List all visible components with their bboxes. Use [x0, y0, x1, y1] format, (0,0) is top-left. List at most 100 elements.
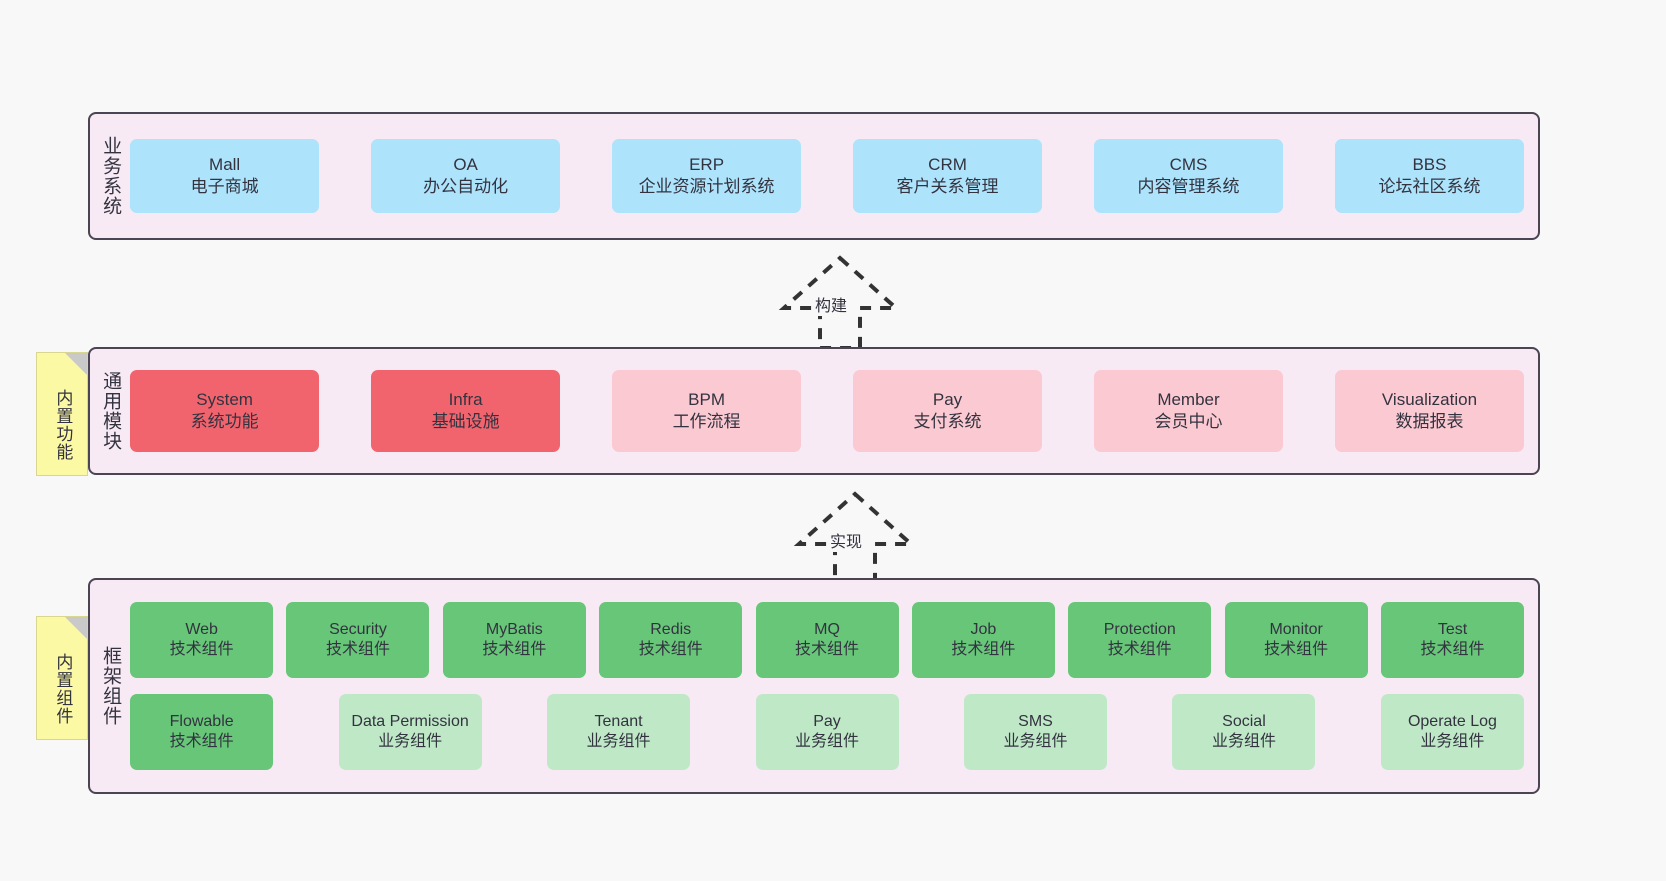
card-oa-title: OA: [453, 155, 478, 175]
card-mq-subtitle: 技术组件: [795, 641, 860, 658]
card-mall-title: Mall: [209, 155, 241, 175]
card-sms-title: SMS: [1018, 713, 1053, 731]
layer-business-systems: 业务系统 Mall 电子商城 OA 办公自动化 ERP 企业资源计划系统 CRM…: [88, 112, 1540, 240]
layer-caption-business: 业务系统: [100, 136, 122, 216]
card-redis[interactable]: Redis 技术组件: [599, 602, 743, 678]
card-tenant-subtitle: 业务组件: [586, 733, 651, 750]
card-data-permission-title: Data Permission: [351, 713, 469, 731]
card-web[interactable]: Web 技术组件: [130, 602, 274, 678]
card-social-title: Social: [1222, 713, 1266, 731]
card-job-subtitle: 技术组件: [951, 641, 1016, 658]
card-social[interactable]: Social 业务组件: [1172, 694, 1316, 770]
note-builtin-feature-label: 内置功能: [53, 389, 73, 461]
note-fold-corner-icon: [65, 617, 87, 639]
card-protection-subtitle: 技术组件: [1107, 641, 1172, 658]
card-flowable-subtitle: 技术组件: [169, 733, 234, 750]
card-protection[interactable]: Protection 技术组件: [1068, 602, 1212, 678]
card-sms[interactable]: SMS 业务组件: [964, 694, 1107, 770]
card-mybatis-subtitle: 技术组件: [482, 641, 547, 658]
card-member[interactable]: Member 会员中心: [1094, 370, 1283, 452]
card-infra-title: Infra: [448, 390, 483, 410]
card-crm-title: CRM: [928, 155, 967, 175]
card-tenant-title: Tenant: [594, 713, 643, 731]
card-security-subtitle: 技术组件: [325, 641, 390, 658]
card-operate-log[interactable]: Operate Log 业务组件: [1380, 694, 1524, 770]
layer-framework-components: 框架组件 Web 技术组件 Security 技术组件 MyBatis 技术组件…: [88, 578, 1540, 794]
card-test-title: Test: [1437, 621, 1468, 639]
card-erp[interactable]: ERP 企业资源计划系统: [612, 139, 802, 213]
card-sms-subtitle: 业务组件: [1003, 733, 1068, 750]
card-tenant[interactable]: Tenant 业务组件: [547, 694, 691, 770]
card-bpm-title: BPM: [688, 390, 725, 410]
card-visualization[interactable]: Visualization 数据报表: [1334, 370, 1524, 452]
card-job[interactable]: Job 技术组件: [911, 602, 1055, 678]
card-pay-component-title: Pay: [813, 713, 841, 731]
card-bbs-title: BBS: [1412, 155, 1447, 175]
card-oa[interactable]: OA 办公自动化: [371, 139, 561, 213]
card-protection-title: Protection: [1103, 621, 1176, 639]
card-social-subtitle: 业务组件: [1211, 733, 1276, 750]
card-bpm-subtitle: 工作流程: [672, 412, 741, 431]
card-operate-log-title: Operate Log: [1407, 713, 1497, 731]
card-security-title: Security: [329, 621, 387, 639]
card-infra[interactable]: Infra 基础设施: [371, 370, 561, 452]
card-mybatis[interactable]: MyBatis 技术组件: [442, 602, 586, 678]
card-data-permission[interactable]: Data Permission 业务组件: [338, 694, 482, 770]
card-pay-component-subtitle: 业务组件: [795, 733, 860, 750]
card-oa-subtitle: 办公自动化: [423, 177, 509, 196]
card-visualization-subtitle: 数据报表: [1395, 412, 1464, 431]
card-web-title: Web: [185, 621, 218, 639]
card-security[interactable]: Security 技术组件: [286, 602, 430, 678]
card-system[interactable]: System 系统功能: [130, 370, 320, 452]
card-test[interactable]: Test 技术组件: [1381, 602, 1524, 678]
card-pay-module[interactable]: Pay 支付系统: [853, 370, 1043, 452]
card-erp-subtitle: 企业资源计划系统: [638, 177, 775, 196]
card-infra-subtitle: 基础设施: [431, 412, 500, 431]
card-system-title: System: [196, 390, 253, 410]
card-monitor-subtitle: 技术组件: [1264, 641, 1329, 658]
card-test-subtitle: 技术组件: [1420, 641, 1485, 658]
card-member-title: Member: [1157, 390, 1220, 410]
layer-caption-framework: 框架组件: [100, 646, 122, 726]
card-pay-module-title: Pay: [932, 390, 963, 410]
card-cms-subtitle: 内容管理系统: [1137, 177, 1240, 196]
build-arrow-glyph: [778, 255, 902, 350]
card-erp-title: ERP: [689, 155, 725, 175]
card-job-title: Job: [970, 621, 997, 639]
note-fold-corner-icon: [65, 353, 87, 375]
card-system-subtitle: 系统功能: [190, 412, 259, 431]
card-monitor-title: Monitor: [1269, 621, 1323, 639]
card-mall-subtitle: 电子商城: [190, 177, 259, 196]
card-cms[interactable]: CMS 内容管理系统: [1094, 139, 1283, 213]
framework-card-grid: Web 技术组件 Security 技术组件 MyBatis 技术组件 Redi…: [126, 580, 1538, 792]
card-monitor[interactable]: Monitor 技术组件: [1224, 602, 1368, 678]
card-cms-title: CMS: [1169, 155, 1208, 175]
connector-implement-label: 实现: [827, 528, 866, 552]
card-web-subtitle: 技术组件: [169, 641, 234, 658]
connector-build: 构建: [750, 252, 930, 353]
card-redis-title: Redis: [650, 621, 692, 639]
card-bbs[interactable]: BBS 论坛社区系统: [1334, 139, 1524, 213]
layer-common-modules: 通用模块 System 系统功能 Infra 基础设施 BPM 工作流程 Pay…: [88, 347, 1540, 475]
card-visualization-title: Visualization: [1381, 390, 1478, 410]
card-member-subtitle: 会员中心: [1154, 412, 1223, 431]
layer-caption-modules: 通用模块: [100, 371, 122, 451]
card-crm-subtitle: 客户关系管理: [896, 177, 999, 196]
card-mall[interactable]: Mall 电子商城: [130, 139, 320, 213]
card-mq[interactable]: MQ 技术组件: [755, 602, 899, 678]
card-flowable-title: Flowable: [169, 713, 234, 731]
card-flowable[interactable]: Flowable 技术组件: [130, 694, 274, 770]
card-data-permission-subtitle: 业务组件: [378, 733, 443, 750]
note-builtin-component-label: 内置组件: [53, 653, 73, 725]
connector-build-label: 构建: [812, 292, 851, 316]
implement-arrow-glyph: [793, 491, 917, 586]
card-pay-component[interactable]: Pay 业务组件: [755, 694, 899, 770]
card-bpm[interactable]: BPM 工作流程: [612, 370, 802, 452]
card-bbs-subtitle: 论坛社区系统: [1378, 177, 1481, 196]
card-mq-title: MQ: [814, 621, 840, 639]
note-builtin-feature: 内置功能: [36, 352, 88, 476]
card-redis-subtitle: 技术组件: [638, 641, 703, 658]
card-pay-module-subtitle: 支付系统: [913, 412, 982, 431]
card-crm[interactable]: CRM 客户关系管理: [853, 139, 1043, 213]
